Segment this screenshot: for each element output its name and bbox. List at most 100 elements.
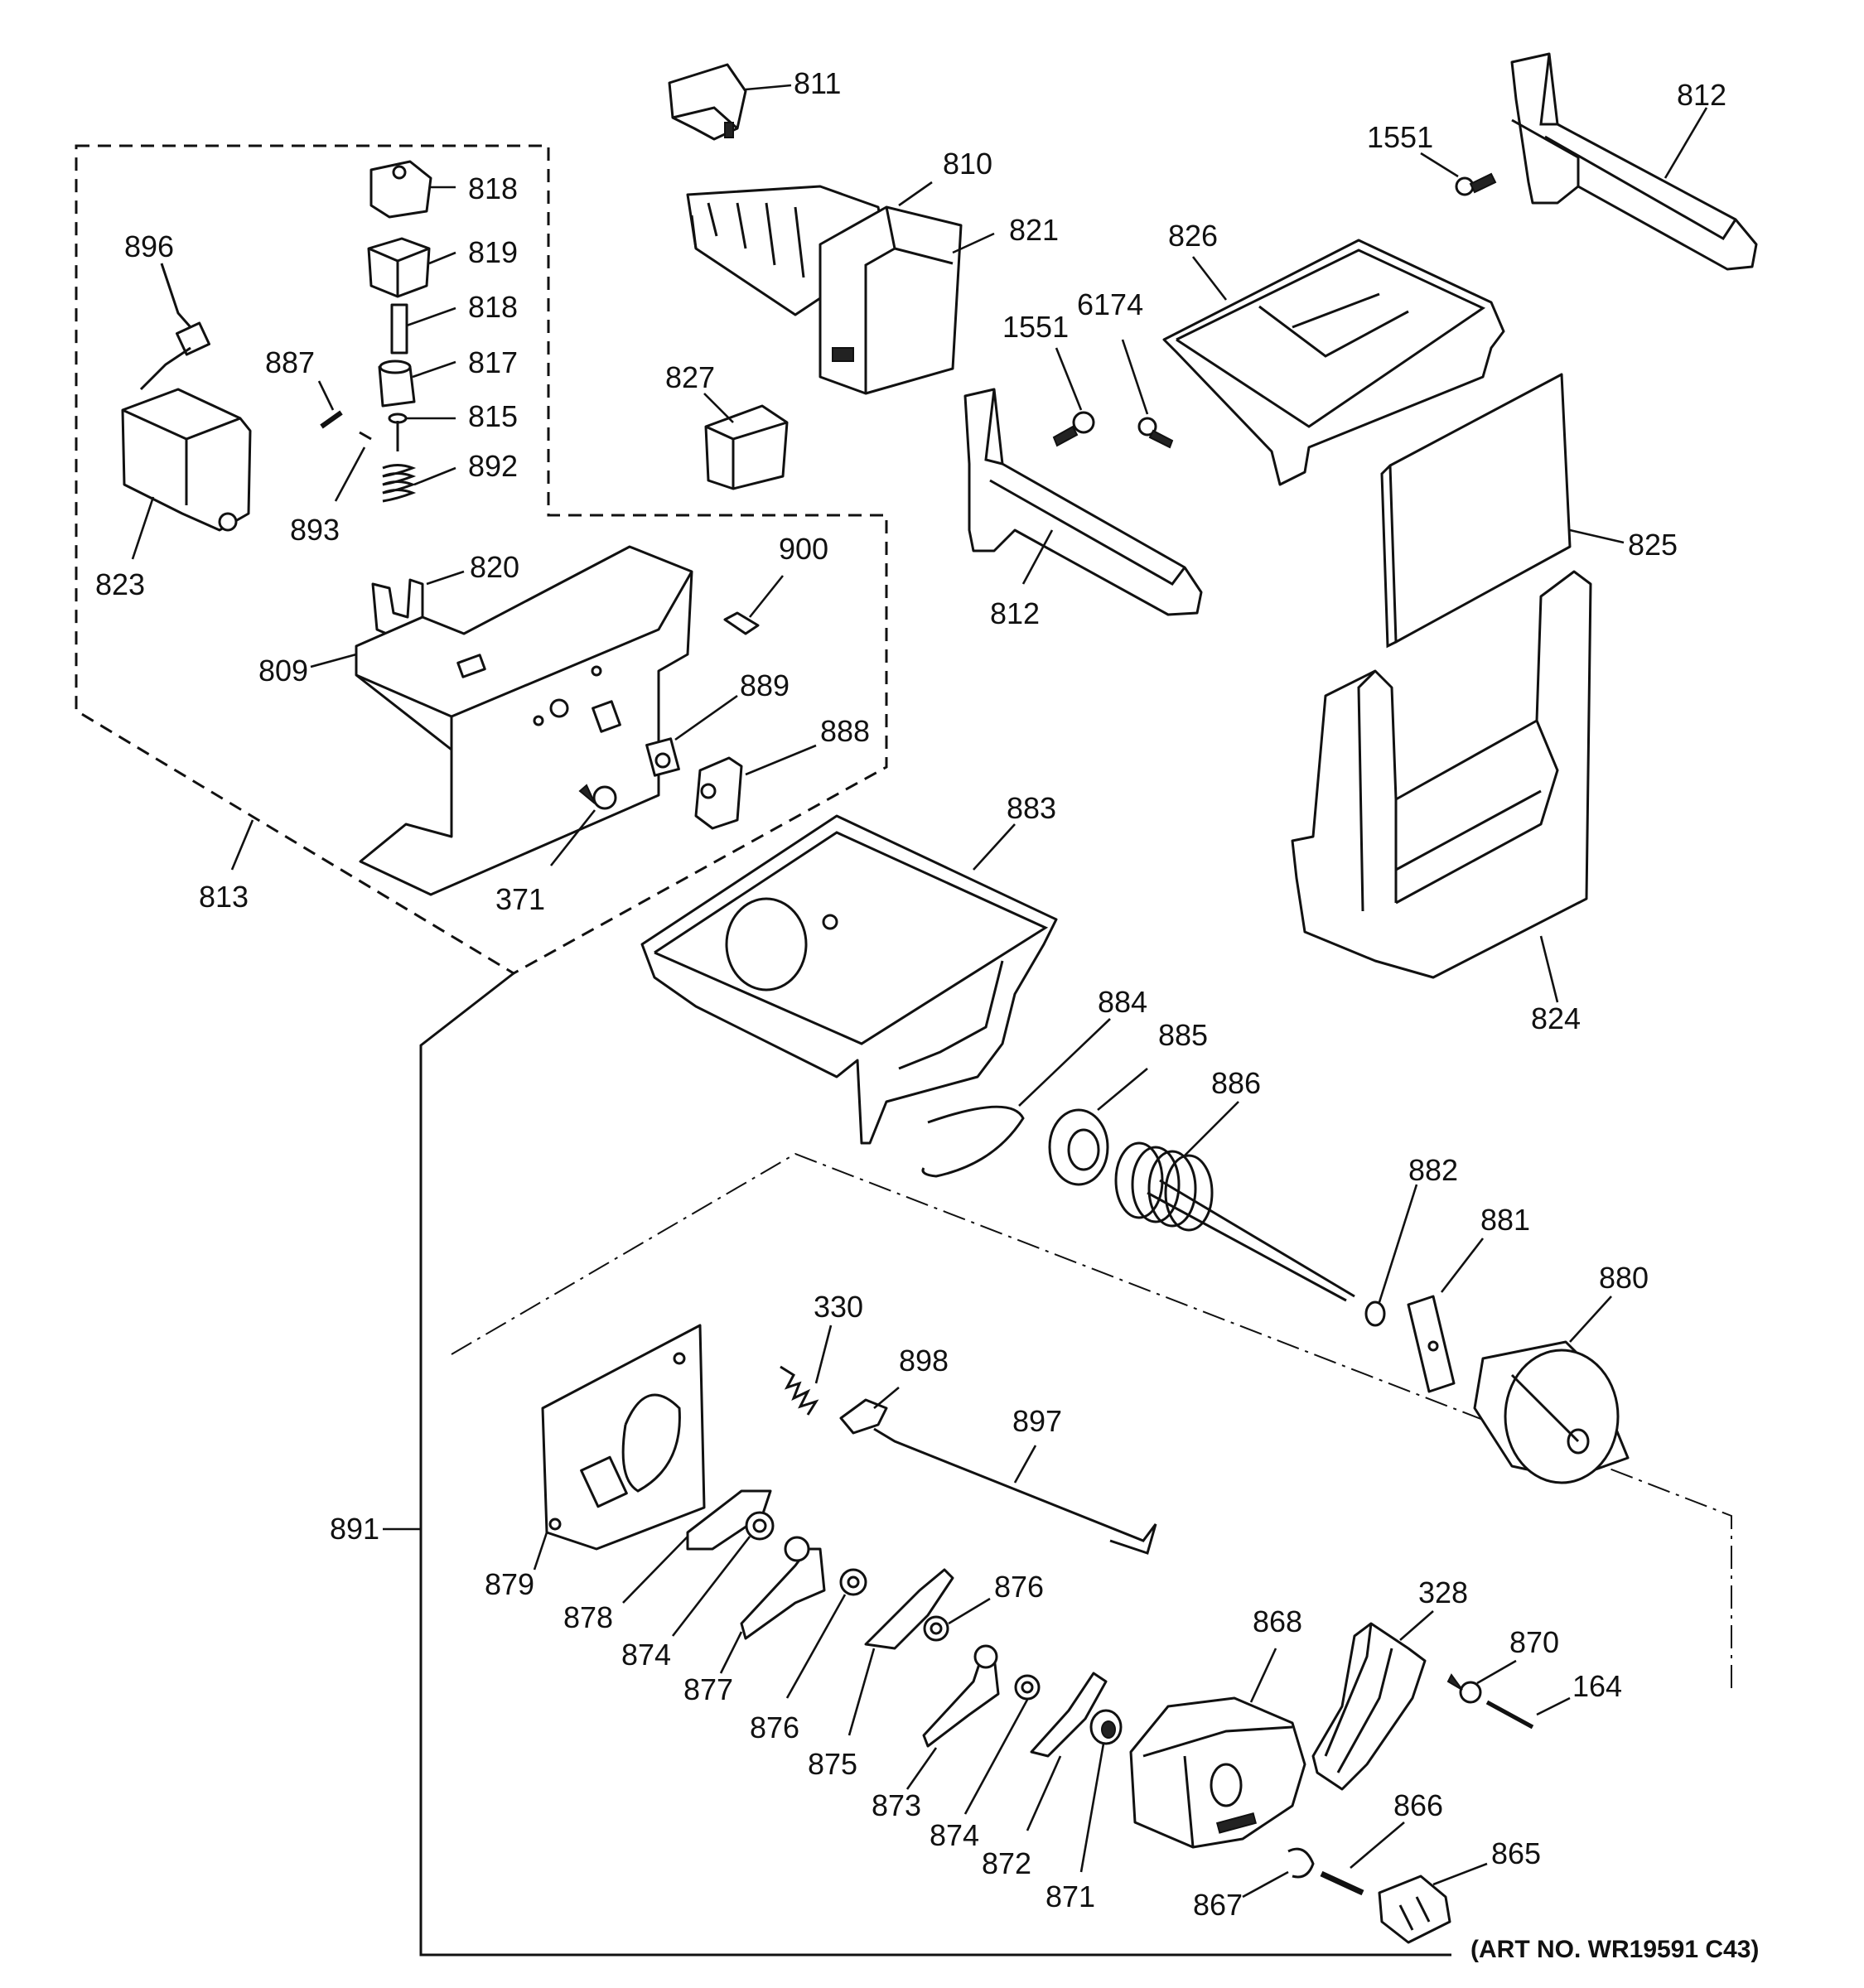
part-874-bushing-a — [671, 1511, 775, 1637]
label-819: 819 — [468, 235, 518, 269]
part-877-lever — [719, 1536, 826, 1674]
part-871-bushing — [1079, 1709, 1123, 1873]
label-1551-upper: 1551 — [1367, 120, 1433, 154]
label-870: 870 — [1509, 1625, 1559, 1659]
part-897-rod — [873, 1427, 1157, 1555]
part-811-clip — [668, 63, 792, 141]
part-883-bucket — [640, 814, 1058, 1145]
part-900-clip — [723, 575, 785, 635]
label-874-b: 874 — [930, 1818, 979, 1852]
part-371-screw — [549, 784, 617, 866]
label-896: 896 — [124, 229, 174, 263]
part-6174-screw — [1121, 339, 1174, 449]
label-893: 893 — [290, 513, 340, 547]
part-865-shield — [1378, 1862, 1488, 1944]
part-893-pin — [334, 431, 372, 502]
part-1551-screw-lower — [1052, 347, 1095, 447]
part-867-clip — [1242, 1847, 1315, 1899]
part-872-cam — [1026, 1672, 1108, 1831]
part-898-bracket — [839, 1387, 900, 1435]
label-865: 865 — [1491, 1836, 1541, 1870]
part-818-plunger — [390, 303, 456, 355]
label-900: 900 — [779, 532, 828, 566]
art-number-footer: (ART NO. WR19591 C43) — [1470, 1936, 1759, 1963]
part-810-821-icemaker — [686, 181, 995, 395]
part-164-pin — [1485, 1696, 1571, 1730]
label-871: 871 — [1045, 1879, 1095, 1913]
part-825-panel — [1380, 373, 1625, 649]
part-809-bracket — [310, 545, 693, 896]
part-887-pin — [317, 380, 343, 429]
label-826: 826 — [1168, 219, 1218, 253]
label-825: 825 — [1628, 528, 1678, 562]
part-812-rail-lower — [963, 388, 1203, 616]
label-885: 885 — [1158, 1018, 1208, 1052]
label-884: 884 — [1098, 985, 1147, 1019]
label-888: 888 — [820, 714, 870, 748]
part-868-housing — [1129, 1648, 1306, 1849]
label-881: 881 — [1480, 1203, 1530, 1237]
part-884-wire — [921, 1018, 1111, 1178]
label-877: 877 — [683, 1672, 733, 1706]
label-818-plunger: 818 — [468, 290, 518, 324]
label-892: 892 — [468, 449, 518, 483]
label-891: 891 — [330, 1512, 379, 1546]
part-880-drum — [1473, 1296, 1630, 1484]
label-868: 868 — [1253, 1604, 1302, 1638]
label-866: 866 — [1393, 1788, 1443, 1822]
label-872: 872 — [982, 1846, 1031, 1880]
part-328-chute — [1311, 1610, 1434, 1791]
label-883: 883 — [1007, 791, 1056, 825]
label-824: 824 — [1531, 1001, 1581, 1035]
label-817: 817 — [468, 345, 518, 379]
label-882: 882 — [1408, 1153, 1458, 1187]
assembly-891-boundary — [451, 1152, 1732, 1690]
part-889-nut — [645, 694, 738, 777]
label-889: 889 — [740, 668, 790, 702]
label-164: 164 — [1572, 1669, 1622, 1703]
assembly-813-boundary — [75, 144, 888, 975]
label-1551-lower: 1551 — [1002, 310, 1069, 344]
label-810: 810 — [943, 147, 992, 181]
part-1551-screw-upper — [1420, 152, 1497, 196]
assembly-891-bracket — [419, 972, 1451, 1957]
part-817-sleeve — [378, 359, 456, 408]
label-6174: 6174 — [1077, 287, 1143, 321]
label-876-a: 876 — [750, 1711, 799, 1744]
label-820: 820 — [470, 550, 519, 584]
label-887: 887 — [265, 345, 315, 379]
part-876-bushing-a — [785, 1568, 867, 1699]
label-878: 878 — [563, 1600, 613, 1634]
part-826-frame — [1162, 239, 1505, 486]
part-875-cam — [847, 1568, 954, 1736]
part-labels: 811 810 821 812 1551 826 896 818 819 818… — [95, 66, 1759, 1963]
label-813: 813 — [199, 880, 249, 914]
label-330: 330 — [814, 1290, 863, 1324]
part-882-ring — [1364, 1184, 1418, 1327]
part-888-clip — [694, 744, 817, 830]
label-328: 328 — [1418, 1575, 1468, 1609]
label-879: 879 — [485, 1567, 534, 1601]
part-330-spring — [780, 1325, 833, 1416]
part-812-rail-upper — [1510, 52, 1758, 271]
label-897: 897 — [1012, 1404, 1062, 1438]
label-874-a: 874 — [621, 1638, 671, 1672]
part-881-blade — [1407, 1238, 1485, 1393]
part-866-pin — [1320, 1822, 1405, 1896]
label-880: 880 — [1599, 1261, 1649, 1295]
label-873: 873 — [872, 1788, 921, 1822]
part-876-bushing-b — [923, 1597, 991, 1642]
part-824-housing — [1291, 570, 1592, 1003]
part-815-pin — [388, 413, 456, 451]
part-823-motor — [121, 388, 252, 560]
label-809: 809 — [258, 654, 308, 688]
label-875: 875 — [808, 1747, 857, 1781]
label-827: 827 — [665, 360, 715, 394]
label-823: 823 — [95, 567, 145, 601]
part-819-solenoid-block — [367, 237, 456, 298]
label-821: 821 — [1009, 213, 1059, 247]
leader-813 — [230, 819, 254, 871]
label-812-upper: 812 — [1677, 78, 1726, 112]
label-898: 898 — [899, 1344, 949, 1378]
